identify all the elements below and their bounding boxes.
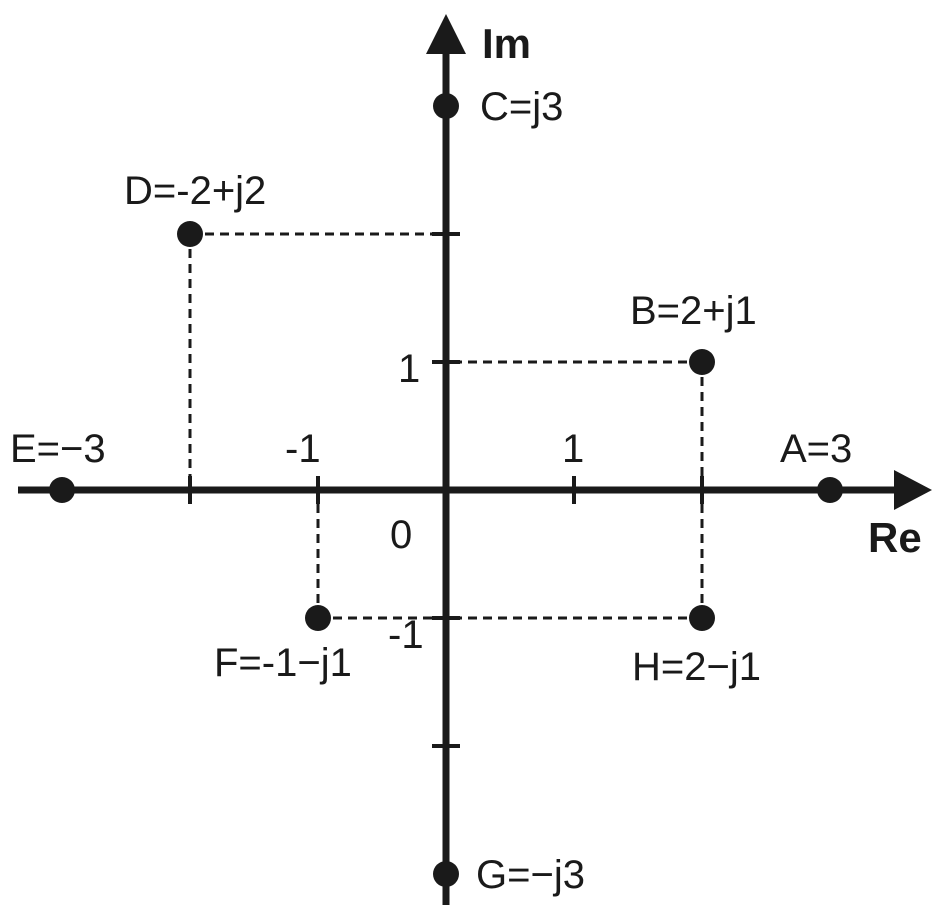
point-e (49, 477, 75, 503)
point-b-label: B=2+j1 (630, 289, 757, 333)
point-e-label: E=−3 (10, 427, 106, 471)
projection-lines (188, 232, 704, 620)
point-a (817, 477, 843, 503)
point-c (433, 93, 459, 119)
point-b (689, 349, 715, 375)
imaginary-axis-label: Im (482, 20, 531, 67)
x-tick-label-neg1: -1 (285, 427, 321, 471)
y-tick-label-1: 1 (398, 347, 420, 391)
real-axis-arrow-icon (894, 470, 932, 510)
origin-label: 0 (390, 513, 412, 557)
point-f-label: F=-1−j1 (214, 641, 352, 685)
point-d (177, 221, 203, 247)
real-axis-label: Re (868, 514, 922, 561)
point-a-label: A=3 (780, 427, 852, 471)
y-tick-label-neg1: -1 (388, 613, 424, 657)
axes (18, 14, 932, 905)
point-h (689, 605, 715, 631)
point-d-label: D=-2+j2 (124, 169, 266, 213)
point-g (433, 861, 459, 887)
point-h-label: H=2−j1 (632, 645, 761, 689)
imaginary-axis-arrow-icon (426, 14, 466, 54)
point-f (305, 605, 331, 631)
point-g-label: G=−j3 (476, 853, 585, 897)
x-tick-label-1: 1 (562, 427, 584, 471)
tick-marks (188, 232, 704, 748)
point-c-label: C=j3 (480, 85, 563, 129)
complex-points: A=3 B=2+j1 C=j3D=-2+j2E=−3F=-1−j1G=−j3 H=2−… (10, 85, 852, 897)
